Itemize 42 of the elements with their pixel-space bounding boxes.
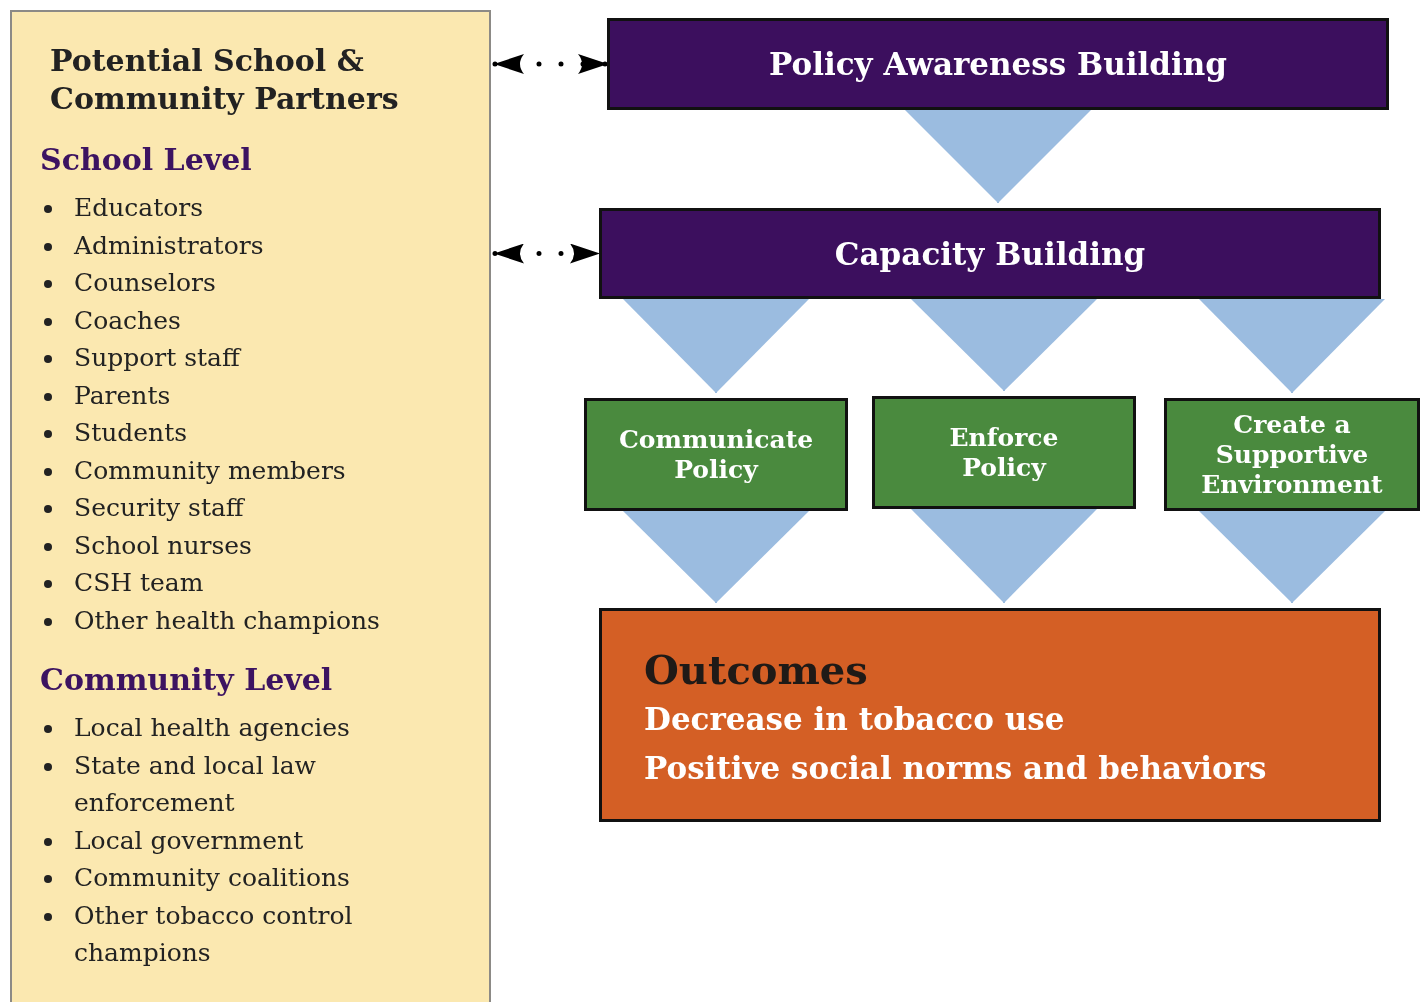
list-item: Students (74, 418, 188, 447)
list-item: Local government (74, 825, 304, 855)
section-heading: School Level (40, 142, 253, 177)
list-item: Support staff (74, 343, 240, 372)
list-item: School nurses (74, 530, 252, 560)
box-label: Create a Supportive Environment (1200, 409, 1384, 500)
outcome-item: Positive social norms and behaviors (644, 749, 1268, 788)
chevron-arrow (911, 508, 1097, 604)
box-label: Communicate Policy (617, 424, 815, 485)
list-item: State and local law enforcement (74, 750, 317, 817)
action-box (584, 398, 848, 511)
list-item: Educators (74, 193, 204, 222)
outcomes-heading: Outcomes (644, 645, 869, 695)
chevron-arrow (1199, 298, 1385, 394)
action-box (872, 396, 1136, 509)
list-item: Security staff (74, 493, 244, 522)
chevron-arrow (1199, 510, 1385, 604)
outcome-item: Decrease in tobacco use (644, 700, 1066, 739)
list-item: Other health champions (74, 605, 380, 635)
list-item: Community members (74, 455, 346, 485)
chevron-arrow (623, 298, 809, 394)
panel-heading: Potential School & Community Partners (50, 42, 400, 118)
box-label: Enforce Policy (948, 422, 1060, 483)
action-box (1164, 398, 1420, 511)
list-item: Coaches (74, 305, 181, 335)
list-item: Administrators (74, 230, 264, 260)
stage-box (607, 18, 1389, 110)
box-label: Capacity Building (833, 235, 1147, 272)
list-item: Other tobacco control champions (74, 900, 353, 967)
chevron-arrow (623, 510, 809, 604)
list-item: Community coalitions (74, 863, 350, 892)
section-heading: Community Level (40, 662, 334, 697)
stage-box (599, 208, 1381, 299)
list-item: Counselors (74, 268, 216, 297)
list-item: CSH team (74, 568, 204, 597)
list-item: Local health agencies (74, 713, 350, 742)
outcomes-box (599, 608, 1381, 822)
list-item: Parents (74, 380, 171, 410)
partners-panel (10, 10, 491, 1002)
chevron-arrow (905, 109, 1091, 204)
box-label: Policy Awareness Building (768, 46, 1228, 82)
chevron-arrow (911, 298, 1097, 392)
